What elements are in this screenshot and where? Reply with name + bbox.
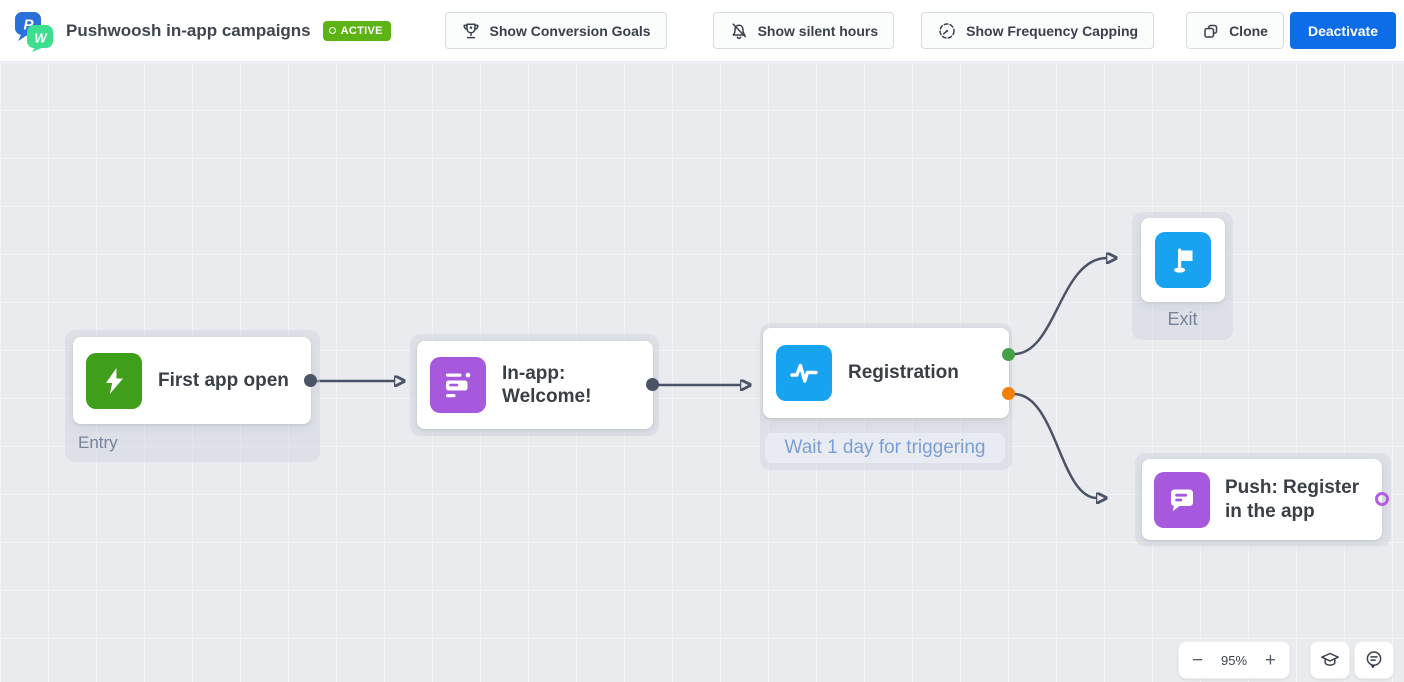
output-port-unconnected[interactable] bbox=[1375, 492, 1389, 506]
trophy-icon bbox=[462, 22, 479, 38]
node-title: Registration bbox=[848, 362, 959, 384]
gauge-icon bbox=[939, 22, 955, 39]
node-exit-card[interactable] bbox=[1141, 218, 1225, 302]
node-title: Push: Register in the app bbox=[1225, 477, 1360, 522]
entry-label: Entry bbox=[78, 433, 118, 452]
flag-icon bbox=[1155, 232, 1211, 288]
show-frequency-capping-label: Show Frequency Capping bbox=[966, 22, 1139, 39]
clone-label: Clone bbox=[1229, 22, 1268, 39]
wait-condition-label: Wait 1 day for triggering bbox=[765, 433, 1005, 463]
status-badge-label: ACTIVE bbox=[340, 24, 383, 37]
node-push-register-card[interactable]: Push: Register in the app bbox=[1142, 459, 1389, 540]
output-port-goal-reached[interactable] bbox=[1002, 348, 1015, 361]
graduation-cap-icon bbox=[1321, 652, 1339, 666]
svg-text:P: P bbox=[23, 16, 34, 33]
workflow-canvas[interactable]: First app open Entry In-app: Welcome! bbox=[0, 62, 1404, 682]
node-exit: Exit bbox=[1132, 212, 1233, 340]
show-frequency-capping-button[interactable]: Show Frequency Capping bbox=[921, 12, 1155, 49]
node-registration-card[interactable]: Registration bbox=[763, 328, 1015, 418]
output-port[interactable] bbox=[304, 374, 317, 387]
show-silent-hours-button[interactable]: Show silent hours bbox=[712, 12, 895, 49]
lightning-icon bbox=[86, 352, 142, 409]
push-message-icon bbox=[1154, 471, 1210, 528]
feedback-button[interactable] bbox=[1354, 641, 1394, 679]
copy-icon bbox=[1204, 24, 1218, 38]
node-registration: Registration Wait 1 day for triggering bbox=[760, 323, 1015, 470]
node-inapp-welcome-card[interactable]: In-app: Welcome! bbox=[417, 341, 659, 429]
tutorial-button[interactable] bbox=[1310, 641, 1350, 679]
header: P W Pushwoosh in-app campaigns ACTIVE Sh… bbox=[0, 0, 1404, 62]
deactivate-label: Deactivate bbox=[1307, 22, 1378, 39]
show-silent-hours-label: Show silent hours bbox=[757, 22, 879, 39]
connector-registration-to-push bbox=[1013, 392, 1097, 498]
clone-button[interactable]: Clone bbox=[1186, 12, 1284, 49]
page-title: Pushwoosh in-app campaigns bbox=[66, 20, 311, 40]
pulse-icon bbox=[776, 345, 832, 401]
node-first-app-open-card[interactable]: First app open bbox=[73, 337, 317, 424]
node-first-app-open: First app open Entry bbox=[65, 330, 320, 462]
connector-registration-to-exit bbox=[1013, 258, 1107, 356]
comment-pin-icon bbox=[1366, 651, 1382, 669]
zoom-in-button[interactable]: + bbox=[1264, 649, 1276, 671]
output-port[interactable] bbox=[646, 378, 659, 391]
exit-label: Exit bbox=[1167, 309, 1198, 329]
svg-text:W: W bbox=[34, 30, 48, 45]
show-conversion-goals-label: Show Conversion Goals bbox=[489, 22, 651, 39]
zoom-out-button[interactable]: − bbox=[1192, 649, 1204, 671]
active-ring-icon bbox=[328, 27, 336, 34]
node-title: In-app: Welcome! bbox=[502, 362, 592, 407]
node-title: First app open bbox=[158, 369, 289, 391]
zoom-level: 95% bbox=[1220, 652, 1248, 668]
bell-slash-icon bbox=[732, 22, 746, 39]
show-conversion-goals-button[interactable]: Show Conversion Goals bbox=[444, 12, 667, 49]
deactivate-button[interactable]: Deactivate bbox=[1289, 12, 1396, 49]
pushwoosh-logo-icon: P W bbox=[15, 11, 53, 52]
inapp-message-icon bbox=[430, 357, 486, 413]
output-port-timeout[interactable] bbox=[1002, 387, 1015, 400]
zoom-control: − 95% + bbox=[1178, 641, 1290, 679]
node-inapp-welcome: In-app: Welcome! bbox=[410, 334, 659, 436]
status-badge: ACTIVE bbox=[322, 20, 391, 41]
node-push-register: Push: Register in the app bbox=[1135, 453, 1391, 546]
